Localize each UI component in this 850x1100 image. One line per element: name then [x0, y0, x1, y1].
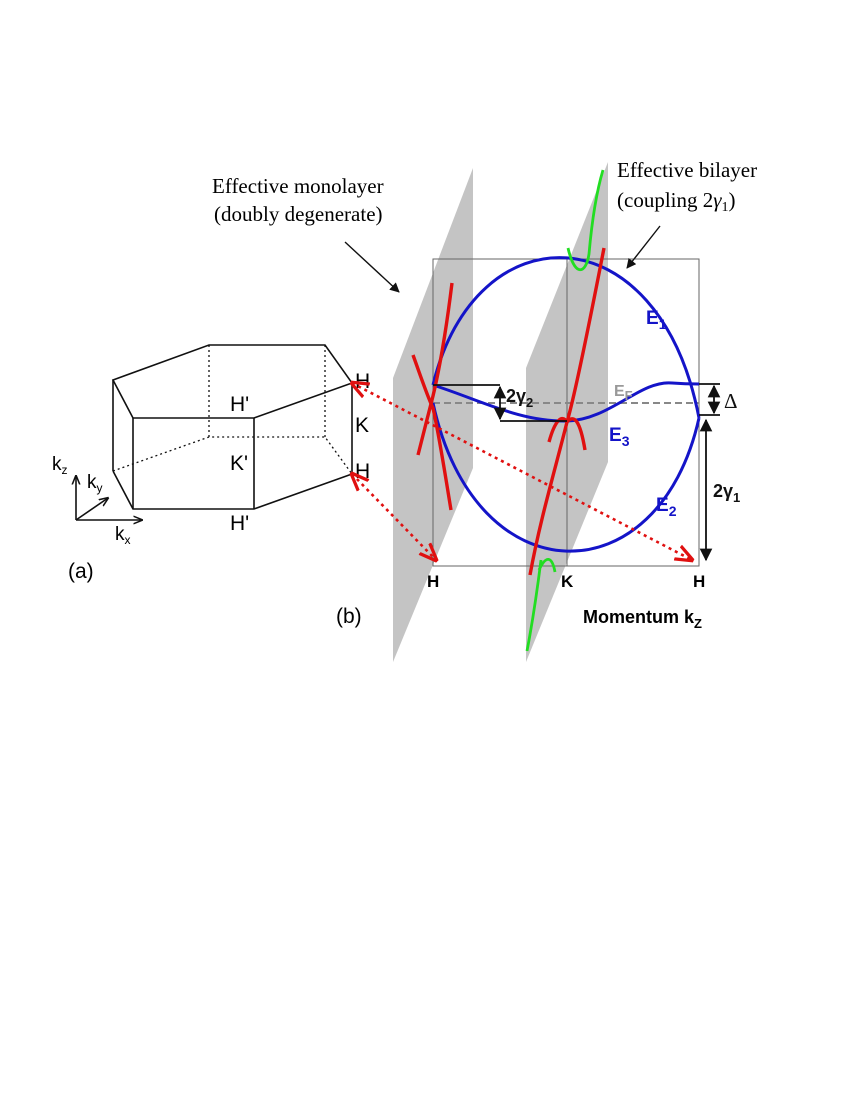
gap-label-two-gamma1: 2γ1: [713, 481, 740, 505]
axis-label-ky: ky: [87, 472, 103, 495]
arrow-bottom-h-to-h: [352, 474, 436, 560]
gap-label-two-gamma2: 2γ2: [506, 386, 533, 410]
arrow-top-h-to-h: [352, 383, 692, 560]
k-axes: [76, 476, 142, 520]
band-label-e1: E1: [646, 308, 667, 332]
x-axis-label: Momentum kZ: [583, 607, 702, 631]
bilayer-label-2: (coupling 2γ1): [617, 188, 736, 215]
panel-label-a: (a): [68, 560, 94, 583]
panel-label-b: (b): [336, 605, 362, 628]
gap-label-delta: Δ: [724, 389, 738, 413]
bilayer-pointer: [626, 225, 661, 269]
monolayer-label-2: (doubly degenerate): [214, 202, 383, 226]
label-top-h-prime: H': [230, 393, 249, 416]
label-top-h: H: [355, 370, 370, 393]
mapping-arrows: [352, 383, 692, 560]
x-tick-h-left: H: [427, 572, 439, 591]
hexagonal-prism: [111, 344, 354, 510]
axis-label-kx: kx: [115, 524, 131, 547]
band-e1: [431, 256, 701, 419]
x-tick-h-right: H: [693, 572, 705, 591]
label-k: K: [355, 414, 369, 437]
fermi-label: EF: [614, 383, 633, 403]
label-k-prime: K': [230, 452, 248, 475]
band-label-e2: E2: [656, 495, 677, 519]
monolayer-pointer: [344, 241, 400, 293]
band-label-e3: E3: [609, 425, 630, 449]
green-band-upper: [566, 169, 605, 272]
label-bottom-h-prime: H': [230, 512, 249, 535]
x-tick-k: K: [561, 572, 574, 591]
monolayer-label-1: Effective monolayer: [212, 174, 384, 198]
bilayer-label-1: Effective bilayer: [617, 158, 757, 182]
axis-label-kz: kz: [52, 454, 68, 477]
